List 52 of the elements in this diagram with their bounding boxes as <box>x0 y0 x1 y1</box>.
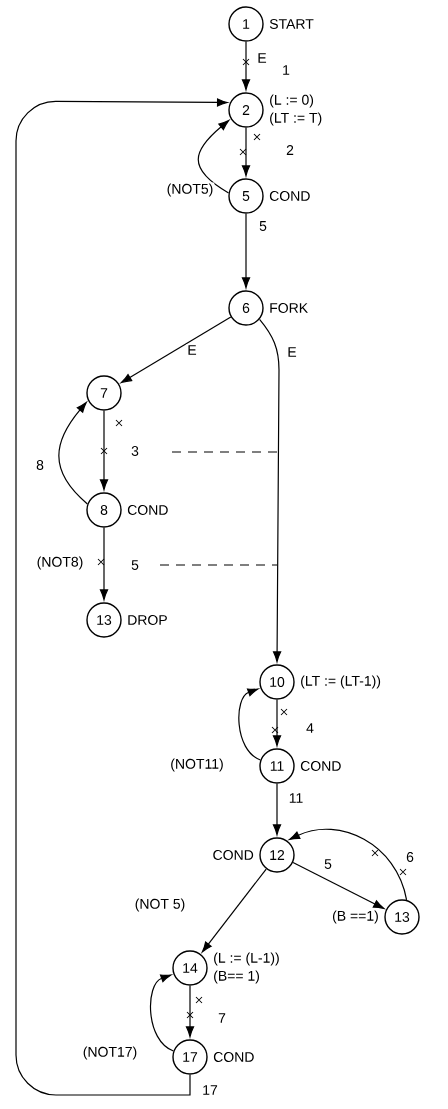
edge-label: 5 <box>324 859 332 869</box>
transition-number: 6 <box>406 852 414 862</box>
node-annotation: COND <box>300 761 341 771</box>
edge-label: E <box>188 345 197 355</box>
arrow <box>241 41 251 91</box>
node-annotation: COND <box>127 505 168 515</box>
transition-number: 3 <box>131 446 139 456</box>
arrow <box>238 688 261 761</box>
edge-label: 8 <box>36 460 44 470</box>
arrow <box>58 401 88 505</box>
transition-number: 5 <box>131 560 139 570</box>
arrow <box>288 828 408 901</box>
arrow <box>241 127 251 177</box>
transition-number: 2 <box>286 145 294 155</box>
arrow <box>185 985 195 1038</box>
node-annotation: (LT := T) <box>270 112 322 126</box>
node-annotation: START <box>269 19 314 29</box>
edge-label: 17 <box>203 1085 218 1095</box>
arrow <box>201 868 267 953</box>
edge-label: 11 <box>289 793 303 803</box>
edge-label: E <box>288 347 297 357</box>
arrow <box>272 783 282 836</box>
transition-number: 1 <box>283 65 290 75</box>
edge-label: (NOT5) <box>167 183 213 197</box>
node-annotation: COND <box>269 191 310 201</box>
node-annotation: COND <box>213 850 254 860</box>
arrow <box>99 410 109 491</box>
arrow <box>120 316 232 384</box>
edge-label: (NOT 5) <box>135 898 185 912</box>
edge-label: 5 <box>259 221 267 231</box>
arrow <box>258 318 282 663</box>
arrow <box>15 98 228 1096</box>
edge-label: (NOT8) <box>37 556 83 570</box>
arrow <box>241 213 251 289</box>
transition-number: 7 <box>218 1013 226 1023</box>
node-annotation: (B== 1) <box>214 970 259 984</box>
node-annotation: (B ==1) <box>332 910 378 924</box>
node-annotation: (L := 0) <box>270 94 314 108</box>
node-annotation: COND <box>213 1052 254 1062</box>
transition-number: 4 <box>306 723 314 733</box>
arrow <box>149 974 174 1052</box>
node-annotation: (L := (L-1)) <box>214 952 279 966</box>
edge-label: (NOT11) <box>171 758 223 772</box>
edge-label: (NOT17) <box>83 1046 137 1060</box>
arrow <box>99 527 109 601</box>
node-annotation: DROP <box>128 615 167 625</box>
arrow <box>197 119 230 194</box>
edge-label: E <box>258 53 267 63</box>
arrow <box>292 861 385 909</box>
node-annotation: (LT := (LT-1)) <box>301 675 381 689</box>
node-annotation: FORK <box>270 303 308 313</box>
arrow <box>272 699 282 747</box>
